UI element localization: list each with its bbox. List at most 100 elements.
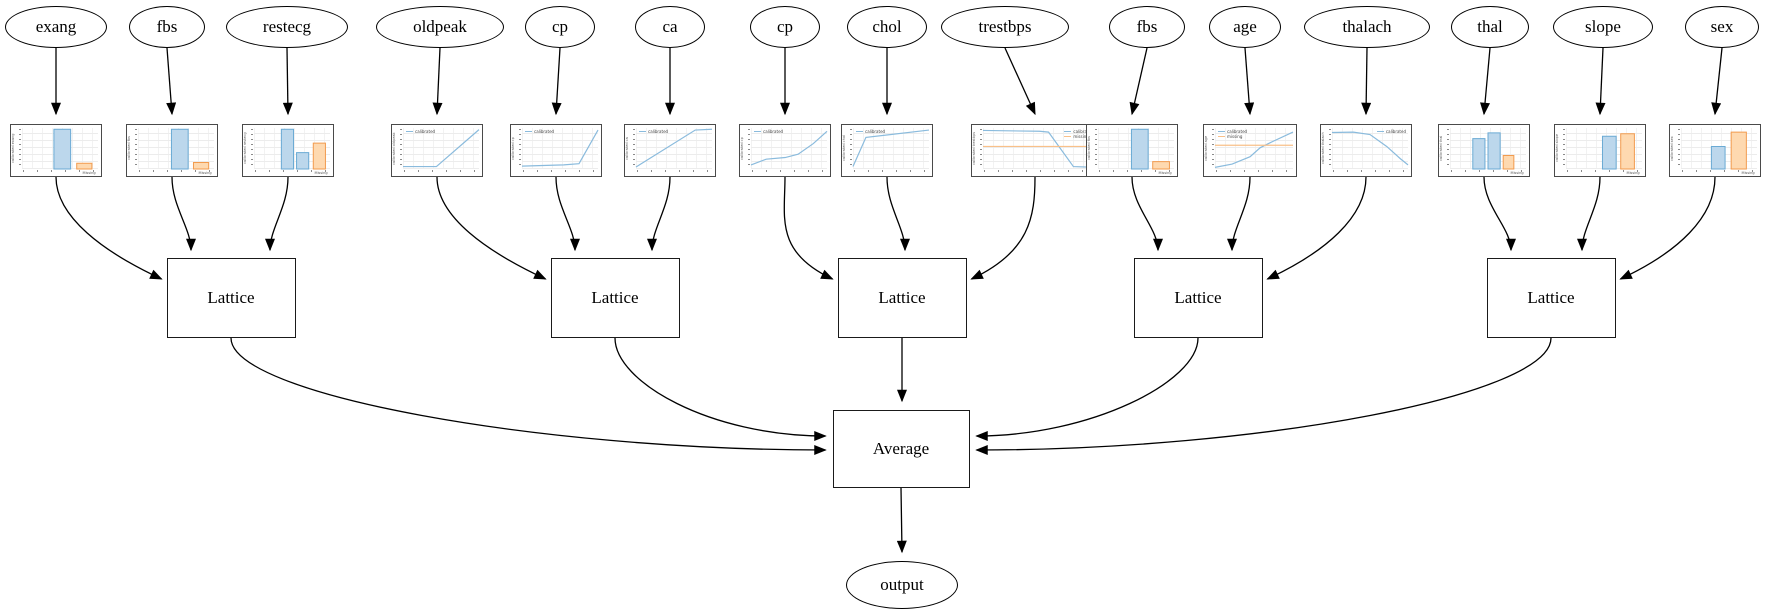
edge-chart-age-to-lattice-4 (1227, 176, 1251, 252)
calibration-line-blue (1332, 132, 1408, 165)
line-series (522, 128, 598, 169)
chart-y-axis-label: calibrated chol (842, 135, 846, 162)
bar-series (22, 128, 98, 169)
chart-y-ticks (251, 129, 253, 168)
feature-ellipse-slope: slope (1553, 6, 1653, 48)
average-label: Average (872, 439, 930, 458)
bar-orange (193, 162, 208, 169)
missing-tick-label: Missing (1626, 171, 1640, 175)
chart-y-ticks (1095, 129, 1097, 168)
missing-tick-label: Missing (82, 171, 96, 175)
feature-ellipse-cp: cp (525, 6, 595, 48)
legend-item: calibrated (1064, 129, 1094, 134)
chart-legend: calibrated (525, 129, 554, 134)
chart-legend: calibrated (406, 129, 435, 134)
chart-plot-area (1450, 128, 1526, 169)
edge-thal-to-chart (1480, 47, 1491, 116)
chart-y-ticks (633, 129, 635, 168)
missing-tick-label: Missing (314, 171, 328, 175)
feature-label: age (1233, 17, 1257, 36)
chart-plot-area (403, 128, 479, 169)
chart-x-ticks (23, 170, 97, 172)
chart-plot-area (983, 128, 1096, 169)
legend-item: calibrated (406, 129, 435, 134)
chart-y-ticks (519, 129, 521, 168)
chart-x-ticks (255, 170, 329, 172)
chart-x-ticks (1333, 170, 1407, 172)
feature-label: ca (662, 17, 678, 36)
chart-y-axis-label: calibrated cp (511, 137, 515, 160)
feature-ellipse-ca: ca (635, 6, 705, 48)
chart-y-axis-label: calibrated cp (740, 137, 744, 160)
feature-ellipse-exang: exang (5, 6, 107, 48)
legend-swatch-calibrated (1218, 131, 1225, 132)
legend-item: calibrated (525, 129, 554, 134)
chart-y-ticks (979, 129, 982, 168)
chart-y-ticks (400, 129, 402, 168)
chart-y-ticks (748, 129, 750, 168)
chart-plot-area (751, 128, 827, 169)
bar-blue (54, 129, 71, 169)
legend-swatch-calibrated (525, 131, 532, 132)
feature-ellipse-fbs: fbs (129, 6, 205, 48)
legend-item: calibrated (1218, 129, 1247, 134)
chart-y-ticks (1329, 129, 1331, 168)
calibration-line-blue (403, 130, 479, 167)
edge-trestbps-to-chart (1004, 47, 1036, 116)
legend-item: calibrated (1376, 129, 1406, 134)
bar-orange (1621, 134, 1635, 169)
chart-y-axis-label: calibrated fbs (127, 136, 131, 161)
feature-label: thalach (1342, 17, 1392, 36)
edge-chart-trestbps-to-lattice-3 (970, 176, 1036, 280)
bar-orange (1503, 155, 1514, 169)
line-series (403, 128, 479, 169)
chart-x-ticks (983, 170, 1095, 172)
legend-swatch-missing (1064, 136, 1072, 137)
legend-label: calibrated (1073, 129, 1094, 134)
chart-legend: calibrated (856, 129, 885, 134)
chart-plot-area (254, 128, 330, 169)
feature-ellipse-fbs: fbs (1109, 6, 1185, 48)
chart-x-ticks (854, 170, 928, 172)
missing-tick-label: Missing (198, 171, 212, 175)
chart-y-axis-label: calibrated trestbps (971, 131, 976, 166)
feature-label: trestbps (978, 17, 1032, 36)
output-label: output (880, 575, 924, 594)
feature-label: chol (872, 17, 902, 36)
feature-label: exang (35, 17, 77, 36)
edge-average-to-output (896, 487, 907, 554)
chart-legend: calibrated (754, 129, 783, 134)
edge-lattice-1-to-average (230, 337, 827, 455)
chart-y-ticks (1212, 129, 1214, 168)
edge-chart-ca-to-lattice-2 (647, 176, 671, 252)
chart-x-ticks (637, 170, 711, 172)
bar-orange (1731, 132, 1746, 169)
feature-label: cp (776, 17, 794, 36)
feature-ellipse-oldpeak: oldpeak (376, 6, 504, 48)
chart-plot-area (636, 128, 712, 169)
calibration-chart-cp: calibrated cp calibrated (510, 124, 602, 177)
chart-plot-area (22, 128, 98, 169)
legend-swatch-missing (1218, 136, 1225, 137)
legend-swatch-calibrated (1064, 131, 1072, 132)
calibration-line-blue (522, 130, 598, 166)
missing-tick-label: Missing (1741, 171, 1755, 175)
feature-label: restecg (262, 17, 312, 36)
calibration-line-blue (636, 129, 712, 167)
edge-lattice-4-to-average (975, 337, 1199, 441)
feature-ellipse-cp: cp (750, 6, 820, 48)
lattice-box-2: Lattice (550, 258, 680, 338)
chart-plot-area (138, 128, 214, 169)
feature-label: oldpeak (413, 17, 467, 36)
lattice-label: Lattice (1527, 288, 1575, 307)
edge-age-to-chart (1244, 47, 1255, 116)
chart-legend: calibrated (1376, 129, 1406, 134)
calibration-chart-cp: calibrated cp calibrated (739, 124, 831, 177)
